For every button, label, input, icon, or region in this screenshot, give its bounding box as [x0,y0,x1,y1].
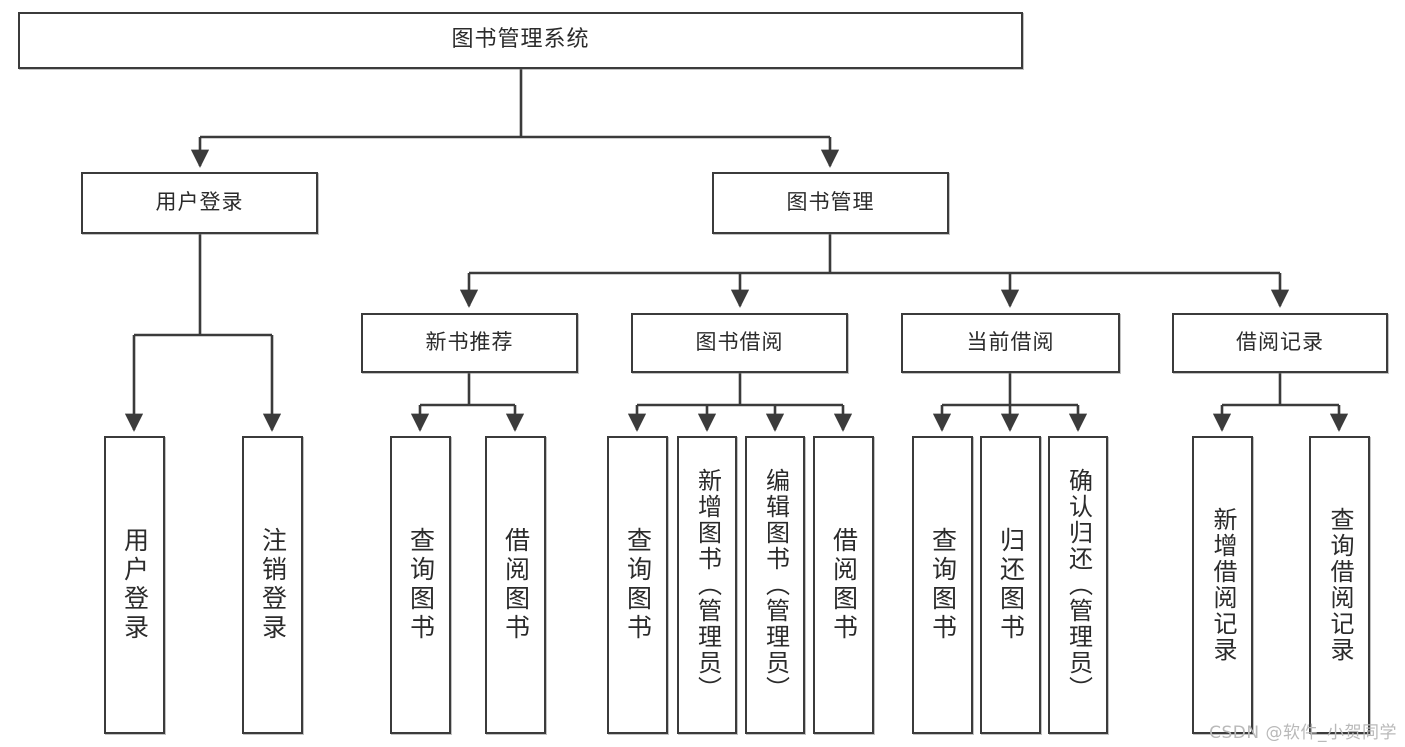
node-book-borrow[interactable]: 图书借阅 [631,313,848,373]
node-borrow-record[interactable]: 借阅记录 [1172,313,1388,373]
csdn-watermark: CSDN @软件_小贺同学 [1209,723,1397,743]
node-leaf-edit-book[interactable]: 编辑图书（管理员） [745,436,805,734]
node-leaf-user-login[interactable]: 用户登录 [104,436,165,734]
node-leaf-query-record[interactable]: 查询借阅记录 [1309,436,1370,734]
node-leaf-borrow-book-2[interactable]: 借阅图书 [813,436,874,734]
node-root-label: 图书管理系统 [451,27,590,53]
node-leaf-query-book-1-label: 查询图书 [406,527,436,643]
node-leaf-query-book-2-label: 查询图书 [623,527,653,643]
node-leaf-return-book-label: 归还图书 [996,527,1026,643]
node-user-login[interactable]: 用户登录 [81,172,318,234]
node-current-borrow-label: 当前借阅 [966,330,1055,355]
node-leaf-borrow-book-2-label: 借阅图书 [829,527,859,643]
node-leaf-user-login-label: 用户登录 [120,527,150,643]
node-leaf-borrow-book-1[interactable]: 借阅图书 [485,436,546,734]
node-leaf-logout[interactable]: 注销登录 [242,436,303,734]
node-borrow-record-label: 借阅记录 [1236,330,1324,355]
node-leaf-query-book-1[interactable]: 查询图书 [390,436,451,734]
node-leaf-query-book-2[interactable]: 查询图书 [607,436,668,734]
node-leaf-return-book[interactable]: 归还图书 [980,436,1041,734]
node-leaf-add-record[interactable]: 新增借阅记录 [1192,436,1253,734]
node-leaf-add-book-label: 新增图书（管理员） [693,468,722,702]
node-new-book-rec[interactable]: 新书推荐 [361,313,578,373]
node-leaf-logout-label: 注销登录 [258,527,288,643]
node-leaf-confirm-return-label: 确认归还（管理员） [1064,468,1093,702]
node-leaf-query-record-label: 查询借阅记录 [1325,507,1354,663]
node-book-manage[interactable]: 图书管理 [712,172,949,234]
node-book-manage-label: 图书管理 [786,190,875,215]
node-leaf-edit-book-label: 编辑图书（管理员） [761,468,790,702]
node-leaf-query-book-3[interactable]: 查询图书 [912,436,973,734]
node-root[interactable]: 图书管理系统 [18,12,1023,69]
node-current-borrow[interactable]: 当前借阅 [901,313,1120,373]
node-user-login-label: 用户登录 [155,190,244,215]
node-book-borrow-label: 图书借阅 [695,330,784,355]
node-leaf-add-record-label: 新增借阅记录 [1208,507,1237,663]
node-leaf-query-book-3-label: 查询图书 [928,527,958,643]
node-new-book-rec-label: 新书推荐 [425,330,514,355]
node-leaf-add-book[interactable]: 新增图书（管理员） [677,436,737,734]
node-leaf-confirm-return[interactable]: 确认归还（管理员） [1048,436,1108,734]
node-leaf-borrow-book-1-label: 借阅图书 [501,527,531,643]
